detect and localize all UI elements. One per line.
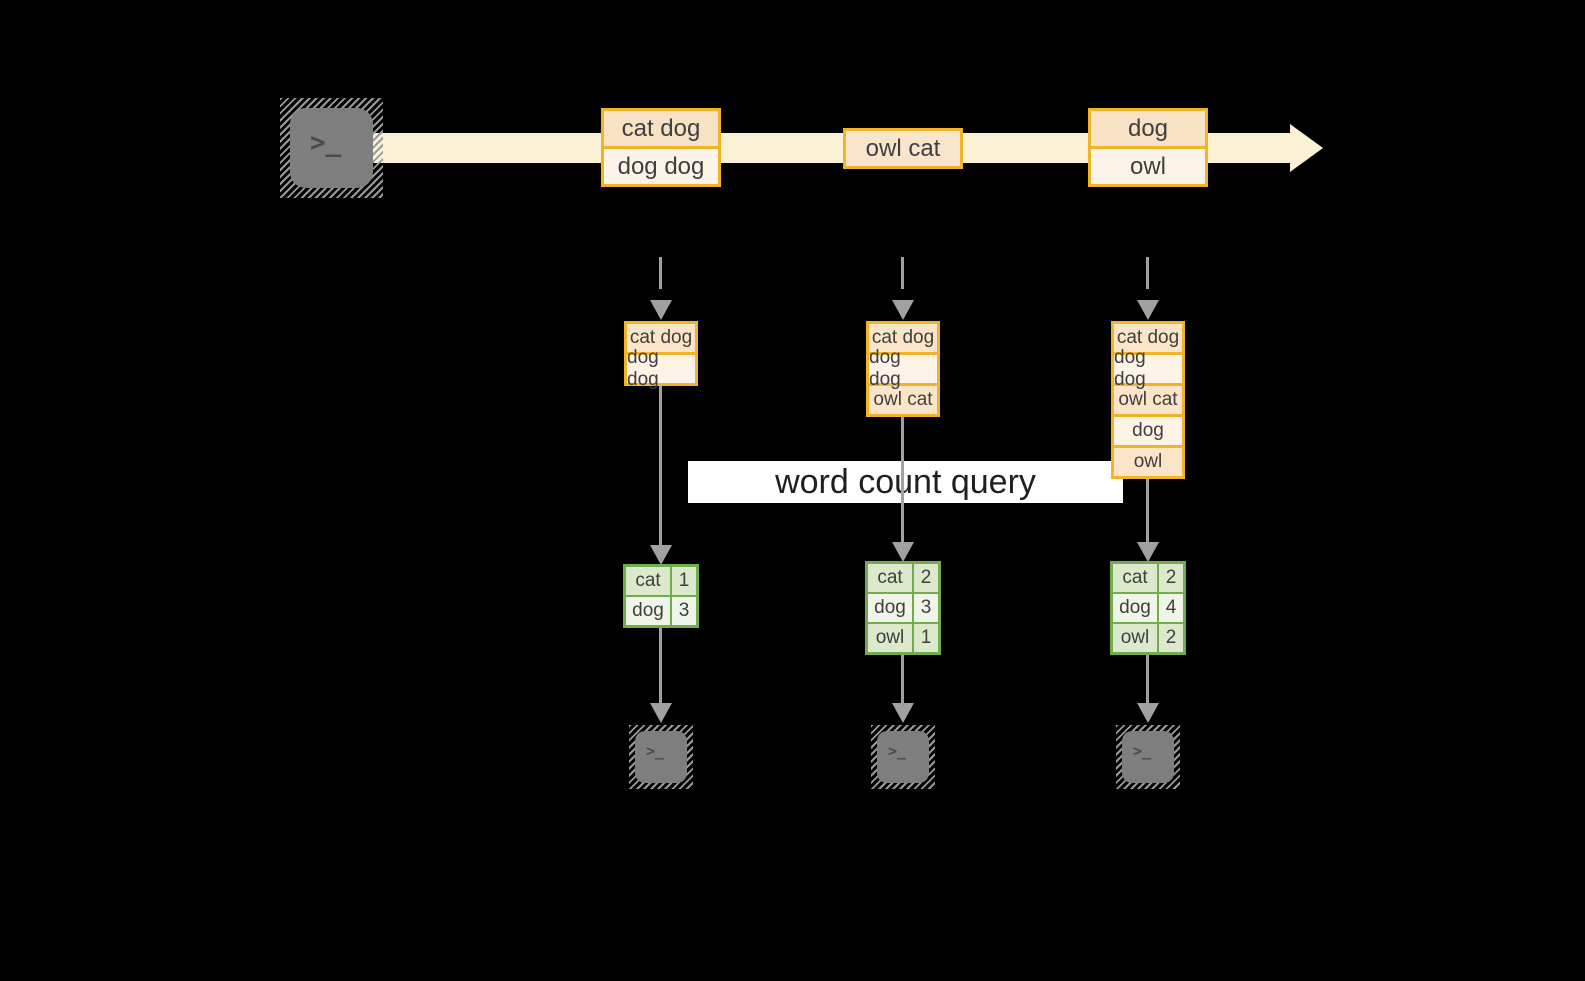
table-row: cat 2 [1113, 564, 1183, 592]
output-arrow-head [1137, 703, 1159, 723]
terminal-screen: >_ [877, 731, 929, 783]
stream-arrowhead [1290, 124, 1323, 172]
count-cell: 2 [914, 564, 938, 592]
word-count-table: cat 1 dog 3 [623, 564, 699, 628]
word-cell: owl [1113, 624, 1159, 652]
query-arrow-line [659, 386, 662, 545]
terminal-prompt-glyph: >_ [888, 742, 907, 760]
output-arrow-head [650, 703, 672, 723]
stream-event: dog [1091, 111, 1205, 146]
count-cell: 1 [914, 624, 938, 652]
output-arrow-head [892, 703, 914, 723]
output-arrow-line [659, 628, 662, 703]
word-cell: cat [868, 564, 914, 592]
ingest-arrow-head [892, 300, 914, 320]
output-terminal-icon: >_ [871, 725, 935, 789]
terminal-prompt-glyph: >_ [310, 128, 342, 158]
word-cell: owl [868, 624, 914, 652]
batched-event: cat dog [1114, 324, 1182, 352]
output-arrow-line [1146, 655, 1149, 703]
count-cell: 1 [672, 567, 696, 595]
ingest-arrow-line [901, 257, 904, 289]
query-arrow-head [1137, 542, 1159, 562]
table-row: cat 1 [626, 567, 696, 595]
stream-event: dog dog [604, 146, 718, 184]
count-cell: 3 [672, 597, 696, 625]
word-cell: dog [1113, 594, 1159, 622]
batched-event: owl cat [1114, 383, 1182, 414]
query-label: word count query [775, 462, 1036, 501]
word-cell: cat [626, 567, 672, 595]
count-cell: 3 [914, 594, 938, 622]
terminal-prompt-glyph: >_ [646, 742, 665, 760]
table-row: dog 4 [1113, 592, 1183, 622]
stream-event-box: dog owl [1088, 108, 1208, 187]
terminal-screen: >_ [290, 108, 373, 188]
batched-event: cat dog [627, 324, 695, 352]
query-arrow-head [892, 542, 914, 562]
stream-event: cat dog [604, 111, 718, 146]
ingest-arrow-head [650, 300, 672, 320]
word-count-table: cat 2 dog 4 owl 2 [1110, 561, 1186, 655]
query-band: word count query [688, 461, 1123, 503]
table-row: dog 3 [868, 592, 938, 622]
terminal-screen: >_ [1122, 731, 1174, 783]
batched-event: dog dog [1114, 347, 1182, 390]
table-row: owl 1 [868, 622, 938, 652]
terminal-prompt-glyph: >_ [1133, 742, 1152, 760]
count-cell: 2 [1159, 564, 1183, 592]
batched-events-box: cat dog dog dog owl cat [866, 321, 940, 417]
word-cell: dog [626, 597, 672, 625]
ingest-arrow-head [1137, 300, 1159, 320]
count-cell: 4 [1159, 594, 1183, 622]
stream-event: owl cat [846, 131, 960, 166]
word-count-table: cat 2 dog 3 owl 1 [865, 561, 941, 655]
batched-event: dog [1114, 414, 1182, 445]
batched-event: cat dog [869, 324, 937, 352]
output-terminal-icon: >_ [1116, 725, 1180, 789]
terminal-screen: >_ [635, 731, 687, 783]
stream-event: owl [1091, 146, 1205, 184]
query-arrow-line [1146, 479, 1149, 542]
ingest-arrow-line [659, 257, 662, 289]
source-terminal-icon: >_ [280, 98, 383, 198]
ingest-arrow-line [1146, 257, 1149, 289]
output-arrow-line [901, 655, 904, 703]
batched-events-box: cat dog dog dog [624, 321, 698, 390]
stream-event-box: owl cat [843, 128, 963, 169]
stream-event-box: cat dog dog dog [601, 108, 721, 187]
batched-event: dog dog [869, 347, 937, 390]
count-cell: 2 [1159, 624, 1183, 652]
query-arrow-head [650, 545, 672, 565]
table-row: dog 3 [626, 595, 696, 625]
table-row: owl 2 [1113, 622, 1183, 652]
batched-events-box: cat dog dog dog owl cat dog owl [1111, 321, 1185, 479]
batched-event: owl [1114, 445, 1182, 476]
table-row: cat 2 [868, 564, 938, 592]
word-cell: cat [1113, 564, 1159, 592]
query-arrow-line [901, 417, 904, 542]
output-terminal-icon: >_ [629, 725, 693, 789]
word-cell: dog [868, 594, 914, 622]
batched-event: dog dog [627, 347, 695, 390]
batched-event: owl cat [869, 383, 937, 414]
